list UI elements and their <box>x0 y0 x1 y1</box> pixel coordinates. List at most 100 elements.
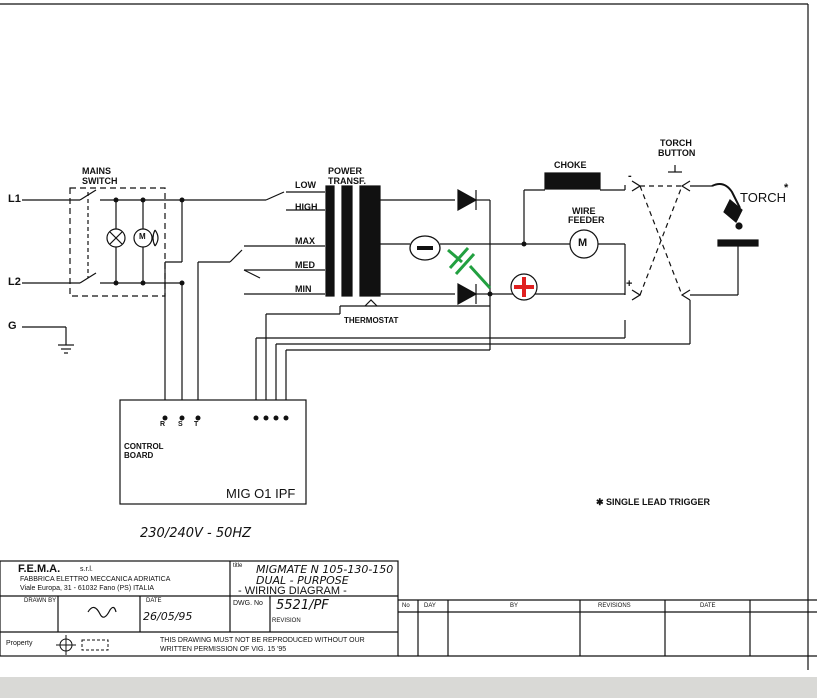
transformer-core-left <box>325 185 335 297</box>
revision-label: REVISION <box>272 618 301 624</box>
l1-label: L1 <box>8 193 21 205</box>
drawn-by-label: DRAWN BY <box>24 598 57 604</box>
transformer-core-mid <box>341 185 353 297</box>
signature-icon <box>87 606 117 618</box>
title-line-1: MIGMATE N 105-130-150 <box>256 563 394 576</box>
title-block-frame <box>0 560 817 657</box>
lamp-cross-b <box>109 231 123 245</box>
torch-star-label: * <box>784 182 789 194</box>
wire-feeder-label-1: WIRE <box>572 206 596 216</box>
terminal-dot <box>283 415 289 421</box>
terminal-dot <box>253 415 259 421</box>
polarity-plus-label: + <box>626 278 633 290</box>
property-logo-box <box>81 639 109 651</box>
viewer-bottom-bar <box>0 677 817 698</box>
polarity-minus-contact <box>631 180 642 192</box>
junction-dot <box>521 241 527 247</box>
notice-line-1: THIS DRAWING MUST NOT BE REPRODUCED WITH… <box>160 637 365 644</box>
company-suffix: s.r.l. <box>80 566 93 573</box>
property-label: Property <box>6 640 33 647</box>
company-line-2: FABBRICA ELETTRO MECCANICA ADRIATICA <box>20 576 171 583</box>
transformer-core-right <box>359 185 381 297</box>
company-line-3: Viale Europa, 31 - 61032 Fano (PS) ITALI… <box>20 585 154 592</box>
motor-label: M <box>578 237 588 249</box>
torch-tip-icon <box>735 222 743 230</box>
power-transf-label-1: POWER <box>328 166 363 176</box>
polarity-cross-b <box>639 185 683 296</box>
tap-high-label: HIGH <box>295 202 318 212</box>
title-line-3: - WIRING DIAGRAM - <box>238 585 347 597</box>
torch-button-label-2: BUTTON <box>658 148 696 158</box>
tap-max-label: MAX <box>295 236 315 246</box>
fan-motor-label: M <box>139 232 146 241</box>
capacitor-plate-a <box>448 246 470 270</box>
rev-col-by: BY <box>510 603 519 609</box>
date-label: DATE <box>146 598 162 604</box>
dwg-label: DWG. No <box>233 600 263 607</box>
diode-bottom-icon <box>457 282 478 306</box>
property-logo-icon <box>56 635 109 655</box>
junction-dots <box>113 197 527 421</box>
single-lead-trigger-note: ✱ SINGLE LEAD TRIGGER <box>596 497 711 507</box>
title-line-2: DUAL - PURPOSE <box>256 574 349 587</box>
mains-switch-label-1: MAINS <box>82 166 111 176</box>
rev-col-revisions: REVISIONS <box>598 603 631 609</box>
title-block-box <box>0 560 399 657</box>
mains-switch-box <box>69 187 166 297</box>
polarity-plus-contact <box>631 289 642 301</box>
junction-dot <box>179 197 185 203</box>
choke-coil <box>544 172 601 190</box>
terminal-t-label: T <box>194 421 199 428</box>
junction-dot <box>140 280 146 286</box>
terminal-s-label: S <box>178 421 183 428</box>
fan-blade-icon <box>152 229 159 247</box>
tap-min-label: MIN <box>295 284 312 294</box>
junction-dot <box>140 197 146 203</box>
polarity-right-bottom <box>680 289 691 301</box>
tap-low-label: LOW <box>295 180 316 190</box>
terminal-dot <box>263 415 269 421</box>
rev-col-date: DATE <box>700 603 716 609</box>
dwg-value: 5521/PF <box>276 598 329 613</box>
ground-label: G <box>8 320 17 332</box>
l2-label: L2 <box>8 276 21 288</box>
torch-button-label-1: TORCH <box>660 138 692 148</box>
wire-feeder-label-2: FEEDER <box>568 215 605 225</box>
tap-switch-lever <box>265 191 285 201</box>
power-transf-label-2: TRANSF. <box>328 176 366 186</box>
torch-label: TORCH <box>740 190 786 205</box>
terminal-dot <box>179 415 185 421</box>
rev-col-day: DAY <box>424 603 436 609</box>
mains-switch-label-2: SWITCH <box>82 176 118 186</box>
thermostat-contact-icon <box>364 299 378 307</box>
torch-nozzle-icon <box>723 199 743 223</box>
polarity-right-top <box>680 180 691 192</box>
terminal-dot <box>273 415 279 421</box>
thermostat-label: THERMOSTAT <box>344 316 399 325</box>
notice-line-2: WRITTEN PERMISSION OF VIG. 15 '95 <box>160 646 287 653</box>
junction-dot <box>179 280 185 286</box>
company-name: F.E.M.A. <box>18 563 61 575</box>
terminal-dot <box>195 415 201 421</box>
rev-col-no: No <box>402 603 410 609</box>
control-board-label-2: BOARD <box>124 451 154 460</box>
torch-neck-icon <box>711 183 741 209</box>
capacitor-annotation-icon <box>447 246 492 290</box>
choke-label: CHOKE <box>554 160 587 170</box>
capacitor-lead-a <box>447 248 463 264</box>
capacitor-plate-b <box>454 252 476 276</box>
control-board-label-1: CONTROL <box>124 442 164 451</box>
terminal-r-label: R <box>160 421 166 428</box>
junction-dot <box>113 280 119 286</box>
fan-motor-icon <box>133 228 153 248</box>
title-field-label: title <box>233 563 243 569</box>
control-board-box <box>119 399 307 505</box>
junction-dot <box>487 291 493 297</box>
board-name-label: MIG O1 IPF <box>226 486 296 501</box>
tap-med-label: MED <box>295 260 315 270</box>
workpiece-icon <box>717 239 759 247</box>
tap-sw2-lever <box>229 249 243 263</box>
junction-dot <box>113 197 119 203</box>
